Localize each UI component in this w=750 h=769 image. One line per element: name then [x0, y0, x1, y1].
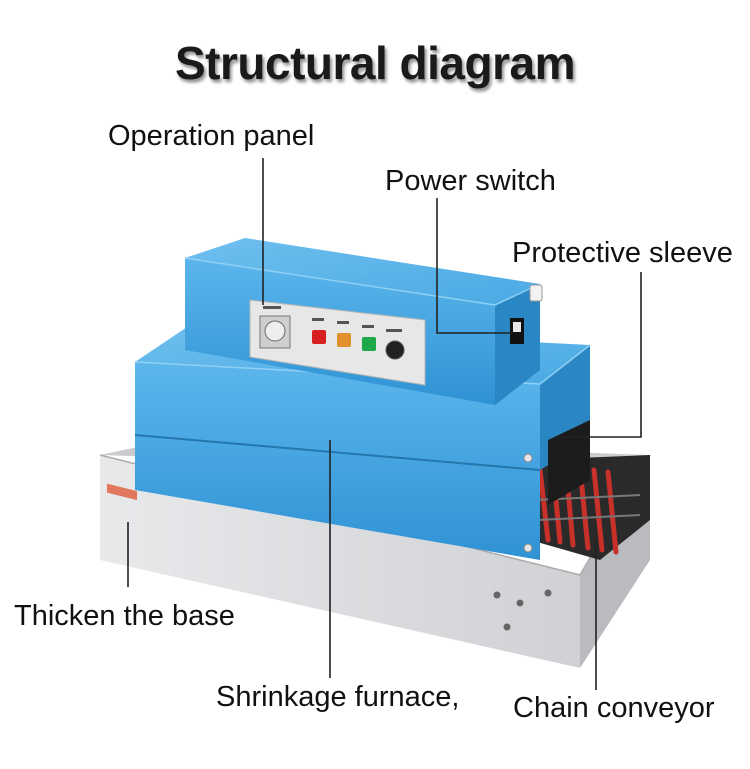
label-shrinkage-furnace: Shrinkage furnace,: [216, 681, 460, 713]
leader-protective-sleeve: [556, 272, 642, 438]
red-indicator: [312, 330, 326, 344]
label-operation-panel: Operation panel: [108, 120, 315, 152]
leader-power-switch: [436, 198, 512, 334]
brand-sticker: [107, 483, 137, 501]
label-power-switch: Power switch: [385, 165, 556, 197]
screw: [516, 599, 524, 607]
label-chain-conveyor: Chain conveyor: [513, 692, 715, 724]
tunnel-opening: [548, 420, 590, 505]
label-thicken-base: Thicken the base: [14, 600, 235, 632]
screw: [544, 589, 552, 597]
diagram-title: Structural diagram: [175, 37, 576, 89]
speed-knob: [385, 340, 405, 360]
screw: [503, 623, 511, 631]
screw: [493, 591, 501, 599]
label-protective-sleeve: Protective sleeve: [512, 237, 733, 269]
orange-indicator: [337, 333, 351, 347]
green-button: [362, 337, 376, 351]
operation-panel: [249, 299, 426, 386]
